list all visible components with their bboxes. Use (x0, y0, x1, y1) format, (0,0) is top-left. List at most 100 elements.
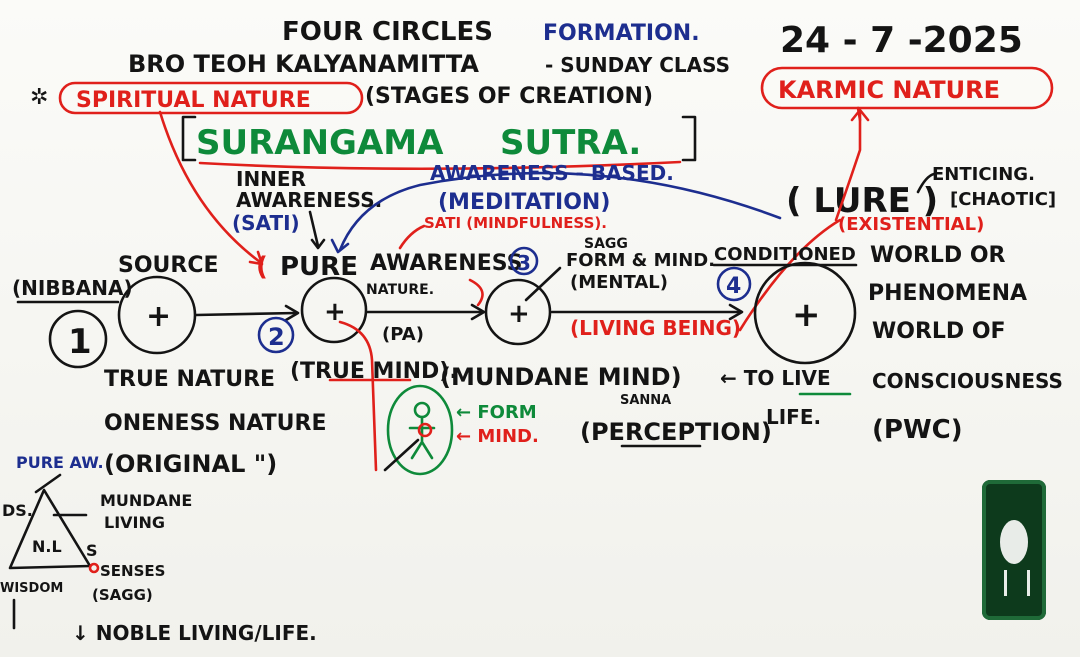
circle-4-num-ring (716, 266, 752, 302)
phenomena: PHENOMENA (868, 281, 1027, 306)
karmic-to-lure (834, 110, 862, 222)
world-of: WORLD OF (872, 319, 1006, 344)
return-arrowhead (330, 238, 350, 254)
enticing: ENTICING. (932, 164, 1035, 185)
pure-label: PURE (280, 252, 358, 282)
person-oval (386, 384, 454, 476)
teacher-name: BRO TEOH KALYANAMITTA (128, 50, 479, 78)
true-nature: TRUE NATURE (104, 367, 275, 392)
sutra-surangama: SURANGAMA (196, 123, 444, 163)
senses-label: SENSES (100, 562, 165, 580)
source-label: SOURCE (118, 253, 219, 278)
sunday-class: - SUNDAY CLASS (545, 53, 730, 77)
living-to-lure (738, 218, 842, 332)
awareness-label: AWARENESS (370, 251, 522, 276)
conditioned: CONDITIONED (714, 244, 856, 265)
spiritual-nature: SPIRITUAL NATURE (76, 88, 311, 113)
mental-label: (MENTAL) (570, 272, 668, 293)
eraser-stand-icon (1004, 570, 1030, 596)
arrow-1-2-head (284, 304, 300, 322)
perception: (PERCEPTION) (580, 418, 772, 446)
existential: (EXISTENTIAL) (838, 214, 984, 235)
ds-label: DS. (2, 501, 33, 520)
chaotic: [CHAOTIC] (950, 189, 1056, 210)
nl-label: N.L (32, 537, 62, 556)
lure: ( LURE ) (786, 181, 938, 221)
sagg-label: SAGG (584, 236, 628, 252)
pure-aw: PURE AW. (16, 453, 104, 472)
eraser-knob-icon (1000, 520, 1028, 564)
consciousness: CONSCIOUSNESS (872, 369, 1063, 393)
sutra-bracket-left (181, 115, 197, 162)
karmic-nature-oval (760, 66, 1054, 110)
life: LIFE. (766, 405, 821, 429)
mind-dot-icon (417, 422, 433, 438)
sati: (SATI) (232, 211, 300, 235)
mundane-label: MUNDANE (100, 491, 192, 510)
sutra-bracket-right (681, 115, 697, 162)
arrow-1-2 (194, 311, 298, 317)
inner-label: INNER (236, 167, 306, 191)
senses-dot (88, 562, 100, 574)
pwc: (PWC) (872, 415, 963, 445)
karmic-arrowhead (850, 108, 870, 122)
circle-3 (484, 278, 552, 346)
return-arc (338, 171, 782, 252)
nature-red-arrow (468, 278, 484, 307)
person-arrow (383, 438, 420, 472)
spiritual-arrow (158, 110, 262, 264)
pure-aw-arrow (34, 473, 62, 494)
circle-2 (300, 276, 368, 344)
nibbana: (NIBBANA) (12, 276, 133, 300)
mind-label: ← MIND. (456, 426, 539, 447)
enticing-arrow (916, 172, 936, 194)
sagg-tri-label: (SAGG) (92, 586, 153, 604)
wisdom-label: WISDOM (0, 581, 63, 596)
sutra-underline (198, 160, 682, 171)
pa-label: (PA) (382, 324, 424, 345)
living-label: LIVING (104, 513, 165, 532)
circle-2-num-ring (257, 316, 295, 354)
inner-arrow (308, 210, 320, 248)
board-eraser (982, 480, 1046, 620)
circle-3-plus: + (508, 299, 530, 329)
living-being: (LIVING BEING) (570, 316, 741, 340)
person-head-icon (413, 401, 431, 419)
circle-1-num-ring (48, 309, 108, 369)
sati-arrow (398, 224, 426, 250)
circle-1-plus: + (146, 299, 171, 334)
arrow-3-4-head (728, 303, 744, 321)
stages-of-creation: (STAGES OF CREATION) (365, 84, 653, 109)
original: (ORIGINAL ") (104, 450, 277, 478)
circle-3-number: 3 (517, 251, 531, 275)
circle-4 (753, 261, 857, 365)
pure-paren: ( (256, 252, 268, 282)
spiritual-nature-oval (58, 81, 364, 115)
circle-3-num-ring (509, 246, 539, 276)
spiritual-arrowhead (248, 250, 264, 266)
sutra-word: SUTRA. (500, 123, 641, 163)
arrow-2-3-head (470, 303, 486, 321)
circle-4-number: 4 (726, 274, 741, 299)
form-label: ← FORM (456, 402, 537, 423)
world-or: WORLD OR (870, 243, 1006, 268)
karmic-nature: KARMIC NATURE (778, 76, 1000, 104)
to-live: ← TO LIVE (720, 366, 831, 390)
title-formation: FORMATION. (543, 21, 700, 46)
inner-arrowhead (310, 238, 326, 250)
mundane-mind: (MUNDANE MIND) (440, 363, 682, 391)
circle-3-up-arrow (524, 266, 562, 302)
sanna: SANNA (620, 393, 671, 408)
date: 24 - 7 -2025 (780, 20, 1023, 61)
title-four-circles: FOUR CIRCLES (282, 17, 493, 47)
circle-1-number: 1 (68, 322, 92, 362)
form-mind-label: FORM & MIND. (566, 250, 715, 271)
circle-2-number: 2 (268, 323, 285, 351)
nature-label: NATURE. (366, 282, 434, 298)
oneness-nature: ONENESS NATURE (104, 411, 327, 436)
triangle (8, 488, 92, 570)
inner-awareness-label: AWARENESS. (236, 188, 382, 212)
s-label: S (86, 541, 98, 560)
